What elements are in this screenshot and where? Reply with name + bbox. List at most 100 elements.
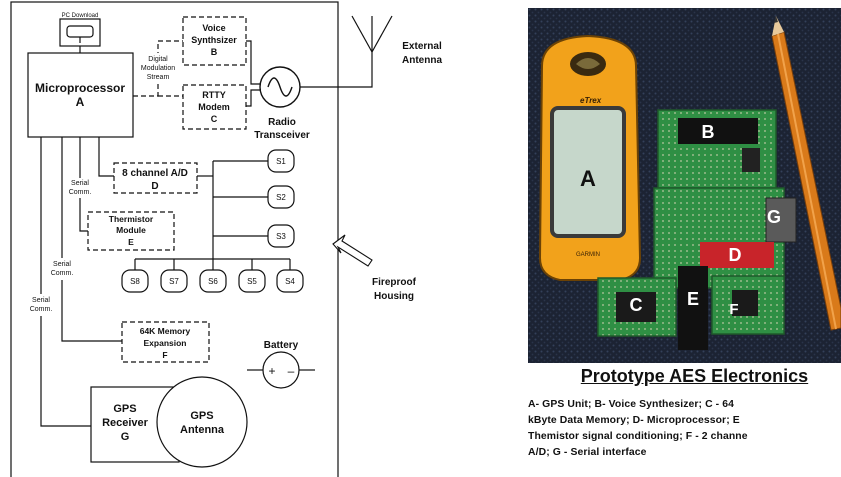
connector-port-icon xyxy=(66,25,94,38)
board-label-d: D xyxy=(729,245,742,265)
gps-antenna-line1: GPS xyxy=(190,410,213,422)
serial-comm-3-bg xyxy=(26,294,56,316)
adc-title: 8 channel A/D xyxy=(122,168,188,179)
caption-title: Prototype AES Electronics xyxy=(580,366,809,386)
gps-receiver-line2: Receiver xyxy=(102,417,149,429)
gps-antenna-circle xyxy=(156,376,248,468)
device-brand-text: eTrex xyxy=(580,96,602,105)
voice-synthesizer-letter: B xyxy=(211,47,218,57)
caption-line-1: A- GPS Unit; B- Voice Synthesizer; C - 6… xyxy=(528,399,734,410)
board-label-b: B xyxy=(702,122,715,142)
serial-comm-1-line1: Serial xyxy=(71,180,89,187)
wire-micro-memory xyxy=(61,137,122,342)
wire-micro-gps xyxy=(40,137,91,427)
board-label-g: G xyxy=(767,207,781,227)
voice-chip xyxy=(678,118,758,144)
svg-text:S5: S5 xyxy=(247,277,257,286)
adc-letter: D xyxy=(151,181,158,192)
serial-comm-3-line2: Comm. xyxy=(30,306,53,313)
thermistor-line2: Module xyxy=(116,225,146,235)
wire-voice-radio xyxy=(246,40,261,85)
rtty-modem-line2: Modem xyxy=(198,102,230,112)
pencil-image xyxy=(771,16,841,331)
micro-chip xyxy=(700,242,774,268)
svg-text:S3: S3 xyxy=(276,232,286,241)
voice-synthesizer-line2: Synthsizer xyxy=(191,35,237,45)
serial-comm-2-line2: Comm. xyxy=(51,270,74,277)
main-board xyxy=(653,187,785,289)
serial-comm-2-bg xyxy=(47,258,77,280)
sensor-s6: S6 xyxy=(199,269,227,293)
antenna-feed-line xyxy=(300,52,373,88)
board-label-c: C xyxy=(630,295,643,315)
thermistor-letter: E xyxy=(128,237,134,247)
serial-comm-2-line1: Serial xyxy=(53,261,71,268)
modulation-label-line3: Stream xyxy=(147,74,170,81)
fireproof-housing-line2: Housing xyxy=(374,291,414,302)
thermistor-title: Thermistor xyxy=(109,214,154,224)
memory-expansion-letter: F xyxy=(162,350,167,360)
caption-text: A- GPS Unit; B- Voice Synthesizer; C - 6… xyxy=(528,397,841,461)
microprocessor-letter: A xyxy=(76,95,85,109)
gps-receiver-line1: GPS xyxy=(113,403,136,415)
battery-symbol xyxy=(262,351,300,389)
antenna-icon xyxy=(351,15,393,53)
memory-expansion-line2: Expansion xyxy=(144,338,187,348)
memory-expansion-box xyxy=(121,321,210,363)
wire-rtty-radio xyxy=(246,89,261,107)
sensor-s7: S7 xyxy=(160,269,188,293)
sensor-s1: S1 xyxy=(267,149,295,173)
svg-text:S4: S4 xyxy=(285,277,295,286)
sensor-s2: S2 xyxy=(267,185,295,209)
serial-comm-1-line2: Comm. xyxy=(69,189,92,196)
battery-title: Battery xyxy=(264,340,299,351)
pc-download-label: PC Download xyxy=(62,13,99,19)
radio-transceiver-line2: Transceiver xyxy=(254,130,310,141)
microprocessor-title: Microprocessor xyxy=(35,81,125,95)
wire-micro-thermistor xyxy=(79,137,88,232)
sensor-s8: S8 xyxy=(121,269,149,293)
housing-pointer-arrow xyxy=(332,234,373,267)
gps-screen xyxy=(550,106,626,238)
svg-text:S1: S1 xyxy=(276,157,286,166)
wire-micro-adc xyxy=(98,137,114,177)
external-antenna-line2: Antenna xyxy=(402,55,442,66)
serial-comm-1-bg xyxy=(66,178,94,198)
prototype-photo: eTrex A GARMIN B G D E C F xyxy=(528,8,841,363)
memory-chip xyxy=(678,266,708,350)
serial-comm-3-line1: Serial xyxy=(32,297,50,304)
device-maker-text: GARMIN xyxy=(576,252,600,258)
system-block-diagram: PC Download Microprocessor A Voice Synth… xyxy=(10,1,442,477)
photo-caption: Prototype AES Electronics A- GPS Unit; B… xyxy=(528,366,841,461)
radio-transceiver-line1: Radio xyxy=(268,117,296,128)
svg-text:S6: S6 xyxy=(208,277,218,286)
gps-receiver-letter: G xyxy=(121,431,130,443)
battery-minus-sign: – xyxy=(288,364,295,378)
memory-expansion-title: 64K Memory xyxy=(140,326,191,336)
modulation-label-bg xyxy=(137,53,180,83)
svg-text:S2: S2 xyxy=(276,193,286,202)
caption-line-4: A/D; G - Serial interface xyxy=(528,447,647,458)
sensor-s4: S4 xyxy=(276,269,304,293)
svg-text:S7: S7 xyxy=(169,277,179,286)
modulation-label-line1: Digital xyxy=(148,56,168,63)
gps-unit-letter: A xyxy=(580,166,596,191)
sensor-s3: S3 xyxy=(267,224,295,248)
svg-text:S8: S8 xyxy=(130,277,140,286)
sensor-s5: S5 xyxy=(238,269,266,293)
circuit-boards-image: B G D E C F xyxy=(597,109,797,350)
rtty-modem-title: RTTY xyxy=(202,90,226,100)
board-label-f: F xyxy=(729,301,738,318)
gps-antenna-line2: Antenna xyxy=(180,424,225,436)
board-label-e: E xyxy=(687,289,699,309)
battery-plus-sign: + xyxy=(268,364,275,378)
voice-synthesizer-title: Voice xyxy=(202,23,225,33)
external-antenna-line1: External xyxy=(402,41,442,52)
rtty-modem-letter: C xyxy=(211,114,218,124)
caption-line-2: kByte Data Memory; D- Microprocessor; E xyxy=(528,415,740,426)
gps-device-image: eTrex A GARMIN xyxy=(538,34,642,281)
fireproof-housing-line1: Fireproof xyxy=(372,277,417,288)
rtty-modem-box xyxy=(182,84,247,130)
serial-connector xyxy=(765,197,797,243)
adc-box xyxy=(113,162,198,194)
